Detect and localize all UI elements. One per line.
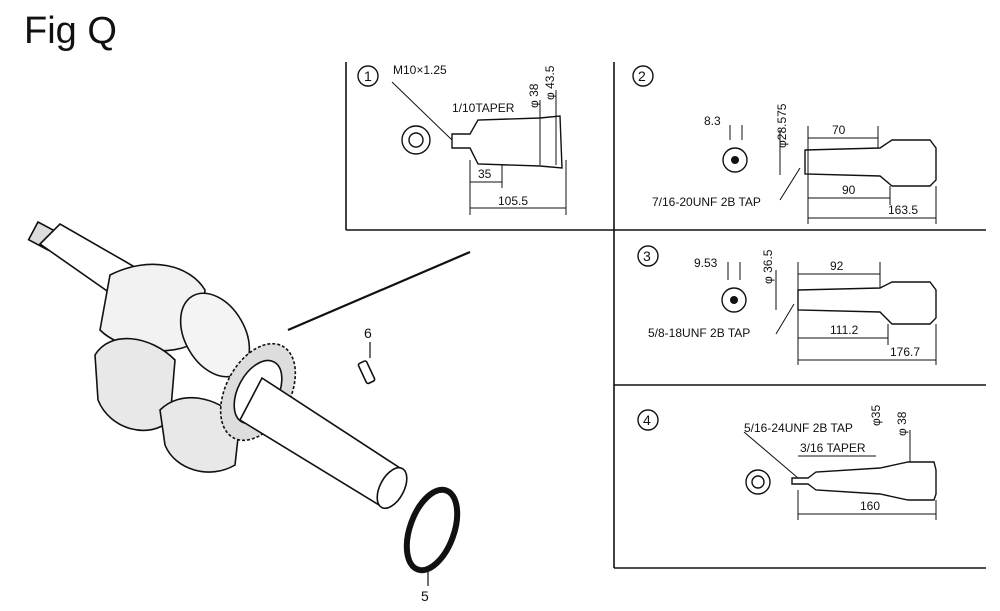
panel-4 <box>637 409 937 520</box>
panel-1-number: 1 <box>364 68 372 84</box>
panel-3 <box>637 245 937 365</box>
panel-frames <box>345 62 986 569</box>
panel-3-number: 3 <box>643 248 651 264</box>
panel-2-len-70: 70 <box>832 123 846 137</box>
washer-part <box>403 486 461 586</box>
panel-1-dia-38: φ 38 <box>527 83 541 108</box>
panel-3-dim-9-53: 9.53 <box>694 256 718 270</box>
panel-1: 1 <box>357 65 567 215</box>
panel-3-dia: φ 36.5 <box>761 249 775 284</box>
panel-1-taper: 1/10TAPER <box>452 101 515 115</box>
callout-6: 6 <box>364 325 372 341</box>
panel-3-len-111-2: 111.2 <box>830 323 859 337</box>
callout-5: 5 <box>421 588 429 604</box>
panel-1-thread: M10×1.25 <box>393 63 447 77</box>
panel-4-dia-38: φ 38 <box>895 411 909 436</box>
panel-2-number: 2 <box>638 68 646 84</box>
panel-3-len-92: 92 <box>830 259 844 273</box>
leader-line <box>287 250 471 332</box>
panel-2-dim-8-3: 8.3 <box>704 114 721 128</box>
panel-2-len-163-5: 163.5 <box>888 203 918 217</box>
panel-1-dia-43-5: φ 43.5 <box>543 65 557 100</box>
panel-2-tap: 7/16-20UNF 2B TAP <box>652 195 761 209</box>
panel-2 <box>632 65 937 224</box>
key-part <box>357 342 376 385</box>
panel-2-len-90: 90 <box>842 183 856 197</box>
panel-4-taper: 3/16 TAPER <box>800 441 866 455</box>
panel-4-tap: 5/16-24UNF 2B TAP <box>744 421 853 435</box>
panel-1-len-35: 35 <box>478 167 492 181</box>
panel-2-dia: φ28.575 <box>775 103 789 148</box>
crankshaft-illustration <box>27 220 408 510</box>
panel-4-dia-35: φ35 <box>869 405 883 426</box>
panel-3-tap: 5/8-18UNF 2B TAP <box>648 326 750 340</box>
figure-title: Fig Q <box>24 10 117 52</box>
panel-4-number: 4 <box>643 412 651 428</box>
panel-4-len-160: 160 <box>860 499 880 513</box>
panel-3-len-176-7: 176.7 <box>890 345 920 359</box>
panel-1-len-105-5: 105.5 <box>498 194 528 208</box>
